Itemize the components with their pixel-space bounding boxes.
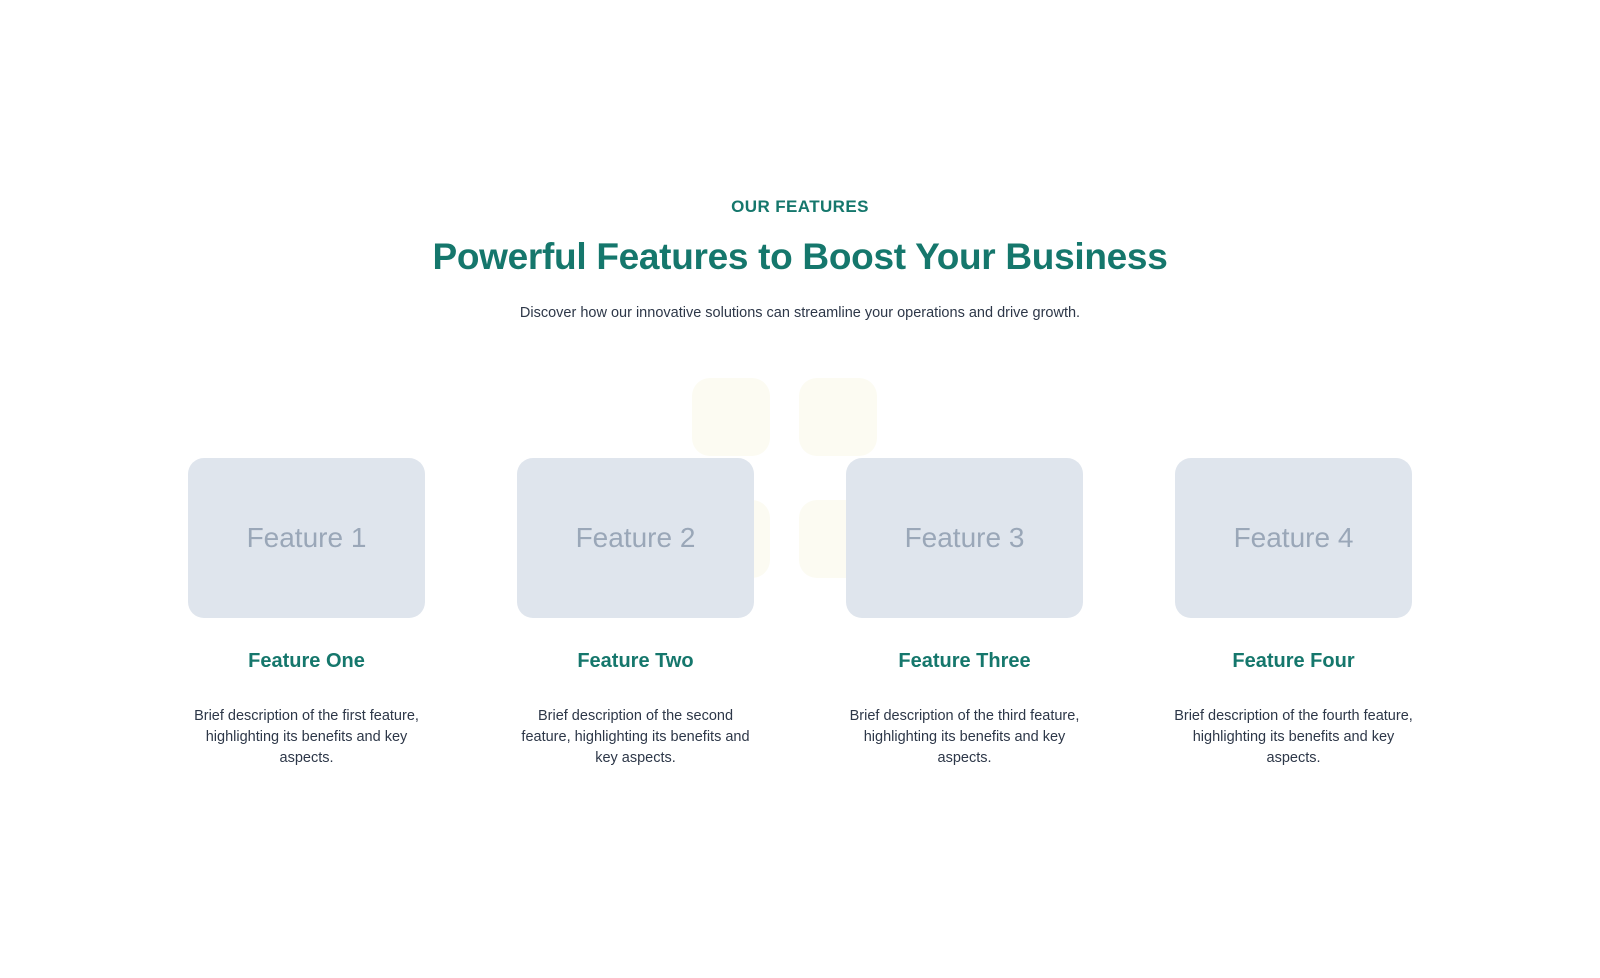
page-title: Powerful Features to Boost Your Business xyxy=(432,236,1168,277)
feature-title: Feature One xyxy=(248,650,365,672)
feature-card[interactable]: Feature 4 Feature Four Brief description… xyxy=(1174,458,1413,769)
section-header: OUR FEATURES Powerful Features to Boost … xyxy=(0,196,1600,324)
feature-card[interactable]: Feature 2 Feature Two Brief description … xyxy=(517,458,754,769)
feature-card[interactable]: Feature 1 Feature One Brief description … xyxy=(188,458,425,769)
feature-description: Brief description of the first feature, … xyxy=(194,708,419,766)
feature-image-placeholder: Feature 3 xyxy=(846,458,1083,618)
feature-image-placeholder: Feature 4 xyxy=(1175,458,1412,618)
feature-title: Feature Two xyxy=(577,650,694,672)
section-subtitle: Discover how our innovative solutions ca… xyxy=(519,305,1081,321)
decor-tile-top-left xyxy=(692,378,770,456)
feature-description: Brief description of the third feature, … xyxy=(849,708,1080,766)
feature-image-placeholder: Feature 2 xyxy=(517,458,754,618)
feature-image-placeholder-label: Feature 4 xyxy=(1233,522,1354,553)
feature-cards-row: Feature 1 Feature One Brief description … xyxy=(188,458,1413,769)
feature-description: Brief description of the fourth feature,… xyxy=(1174,708,1413,766)
feature-image-placeholder: Feature 1 xyxy=(188,458,425,618)
feature-card[interactable]: Feature 3 Feature Three Brief descriptio… xyxy=(846,458,1083,769)
feature-image-placeholder-label: Feature 3 xyxy=(904,522,1025,553)
feature-title: Feature Three xyxy=(898,650,1031,672)
section-eyebrow: OUR FEATURES xyxy=(731,197,869,216)
feature-image-placeholder-label: Feature 1 xyxy=(246,522,367,553)
feature-description: Brief description of the second feature,… xyxy=(521,708,750,766)
decor-tile-top-right xyxy=(799,378,877,456)
feature-image-placeholder-label: Feature 2 xyxy=(575,522,696,553)
feature-title: Feature Four xyxy=(1232,650,1355,672)
